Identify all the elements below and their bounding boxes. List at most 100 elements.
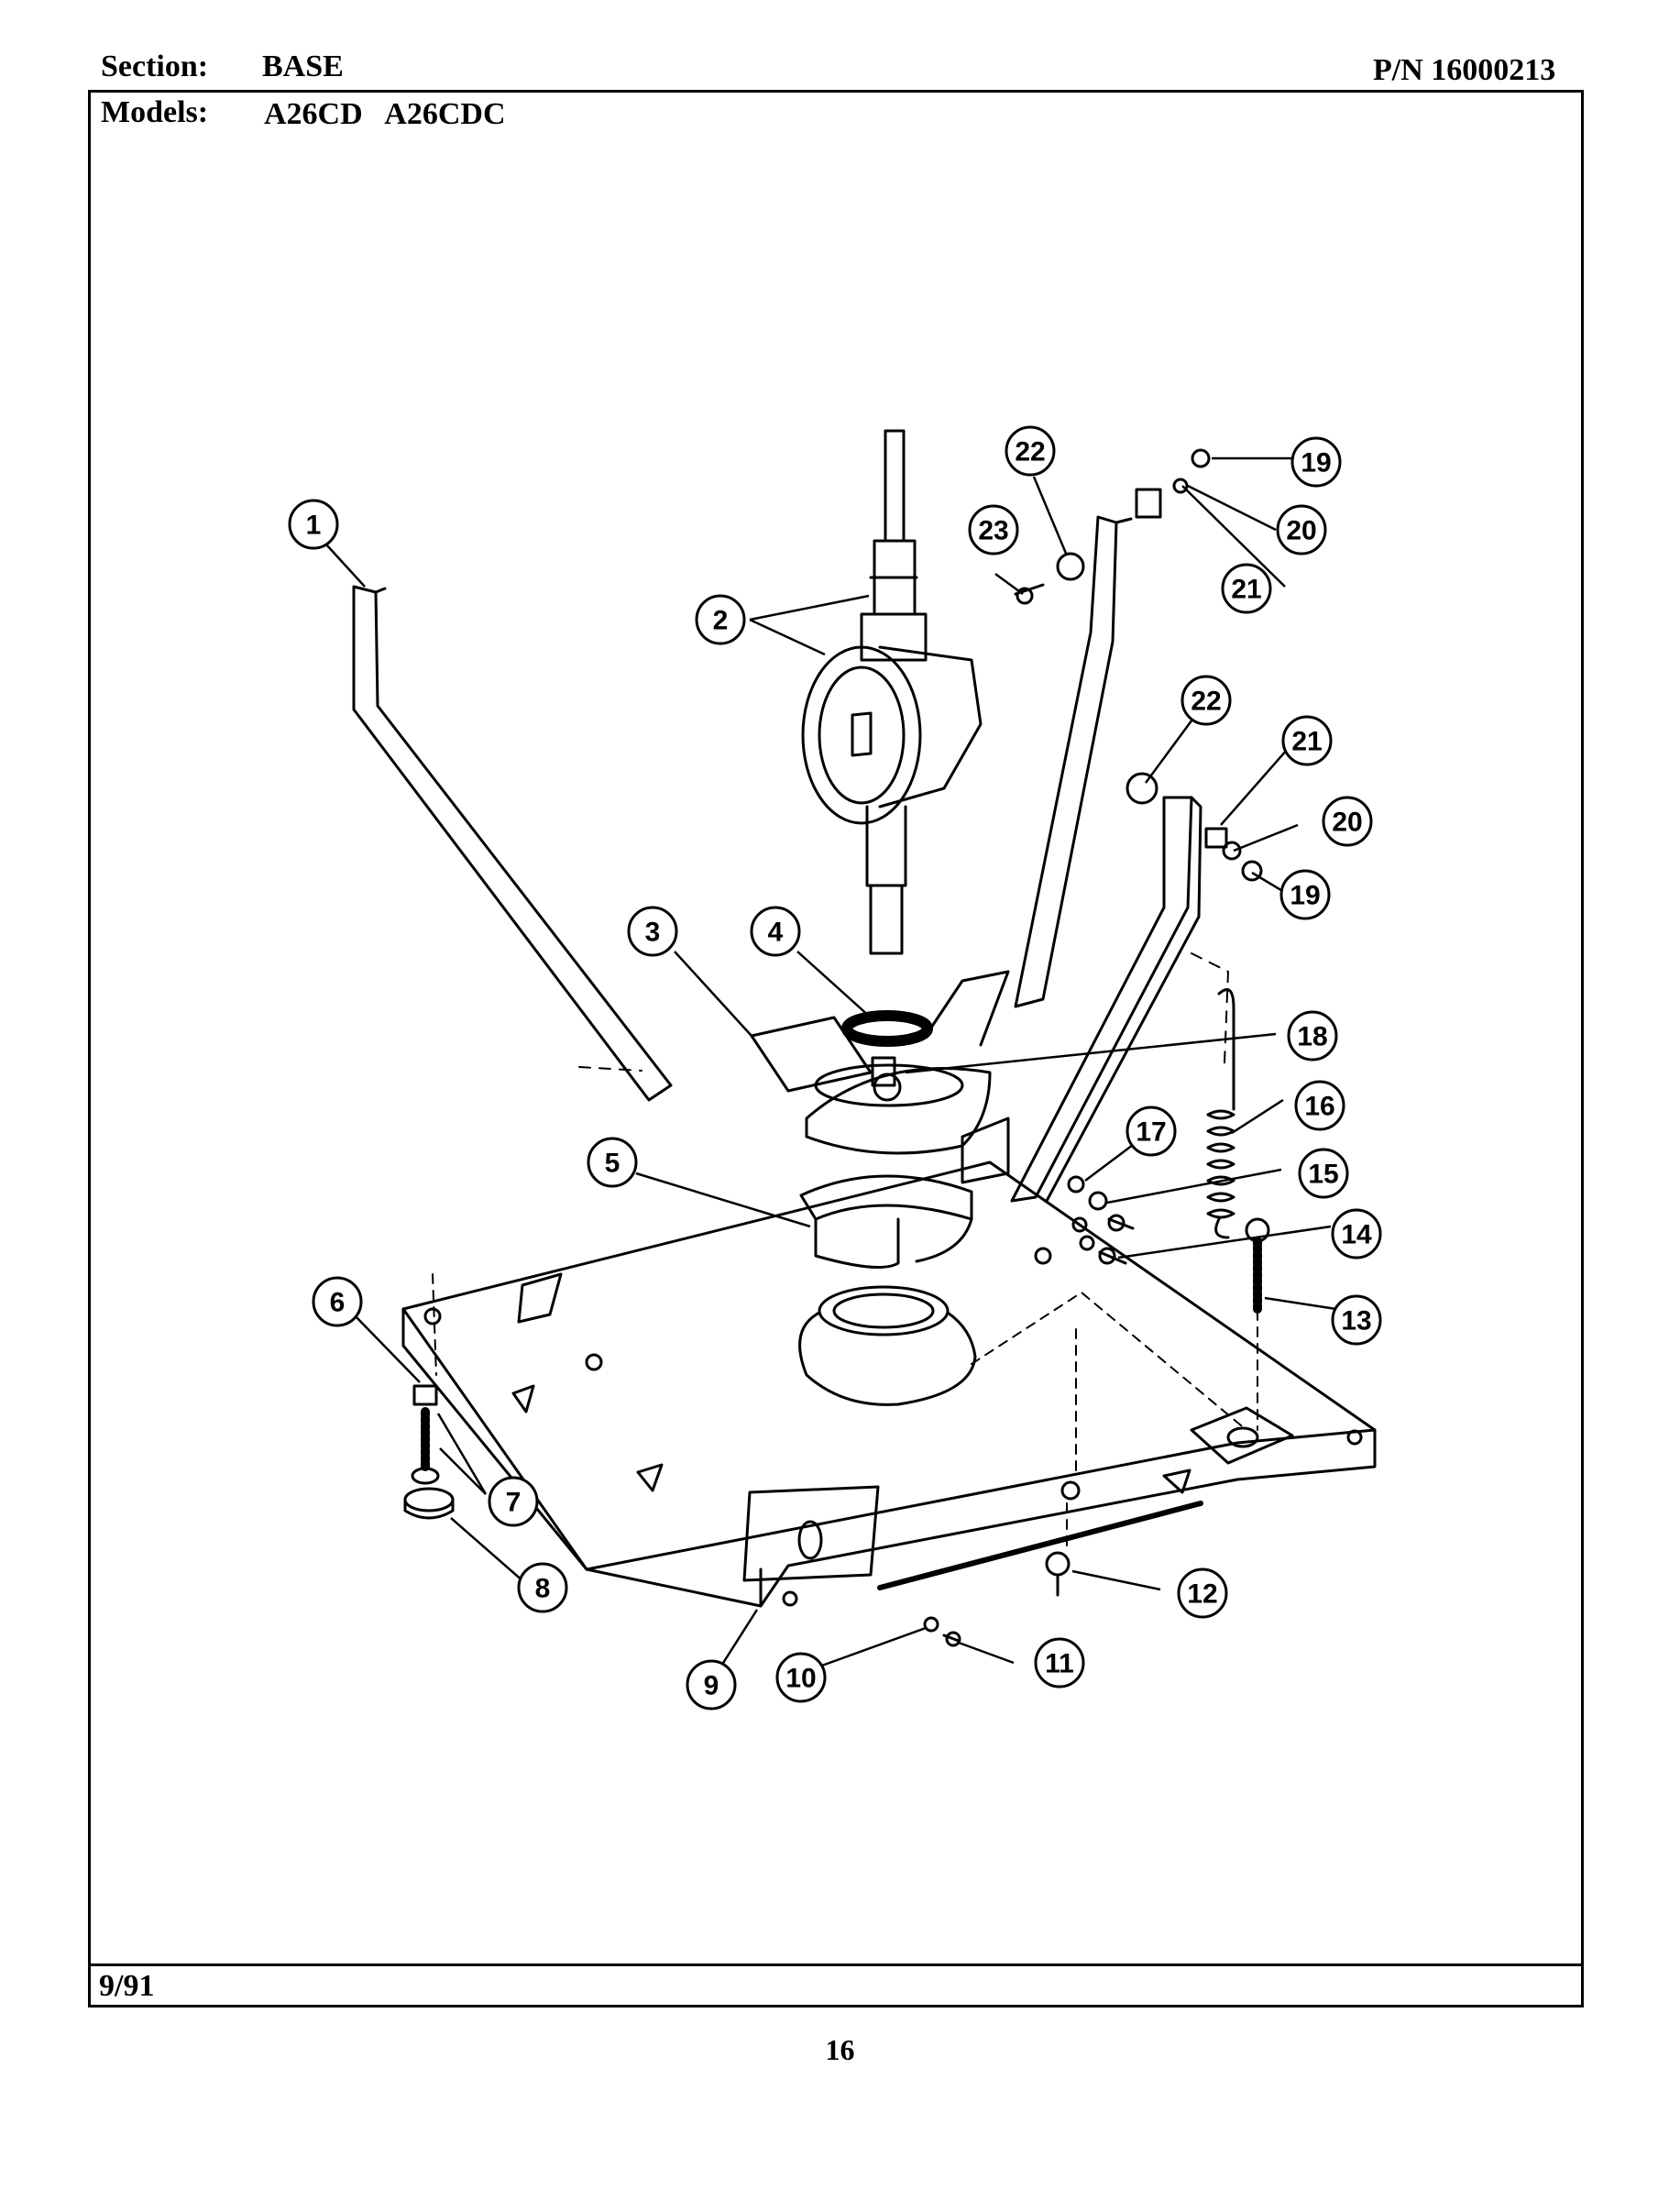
callout-1: 1 — [288, 499, 339, 550]
callout-label: 19 — [1301, 448, 1331, 478]
callout-16: 16 — [1294, 1080, 1345, 1131]
callout-label: 19 — [1290, 881, 1320, 911]
callout-4: 4 — [750, 906, 801, 957]
callout-15: 15 — [1298, 1148, 1349, 1199]
callout-label: 3 — [645, 918, 661, 948]
callout-13: 13 — [1331, 1294, 1382, 1346]
callout-circle — [1331, 1294, 1382, 1346]
callout-22: 22 — [1180, 675, 1232, 726]
callout-label: 7 — [506, 1488, 522, 1518]
callout-circle — [968, 504, 1019, 556]
callout-circle — [1290, 436, 1342, 488]
eyebolt — [1245, 1217, 1270, 1431]
front-right-leg — [1010, 796, 1229, 1203]
diagram-frame — [88, 90, 1584, 2008]
callout-label: 4 — [768, 918, 784, 948]
callout-11: 11 — [1034, 1637, 1085, 1688]
spring — [1206, 988, 1235, 1239]
callout-8: 8 — [517, 1562, 568, 1613]
callout-label: 2 — [713, 606, 729, 636]
callout-5: 5 — [587, 1137, 638, 1188]
callout-20: 20 — [1322, 796, 1373, 847]
callout-label: 18 — [1297, 1022, 1327, 1052]
callout-label: 8 — [535, 1574, 551, 1604]
callout-circle — [1331, 1208, 1382, 1260]
callout-14: 14 — [1331, 1208, 1382, 1260]
callout-circle — [695, 594, 746, 645]
bearing-cup — [799, 1174, 973, 1269]
page-number: 16 — [825, 2033, 855, 2066]
callout-circle — [775, 1652, 827, 1703]
callout-label: 22 — [1191, 687, 1221, 717]
callout-19: 19 — [1279, 869, 1331, 920]
callout-22: 22 — [1005, 425, 1056, 477]
callout-2: 2 — [695, 594, 746, 645]
callout-label: 23 — [978, 516, 1008, 546]
callout-circle — [488, 1476, 539, 1527]
callout-circle — [1221, 563, 1272, 614]
callout-label: 9 — [704, 1671, 719, 1701]
callout-circle — [1281, 715, 1333, 766]
fasteners — [923, 448, 1263, 1647]
callout-6: 6 — [312, 1276, 363, 1327]
callout-21: 21 — [1221, 563, 1272, 614]
callout-circle — [1298, 1148, 1349, 1199]
callout-label: 12 — [1187, 1579, 1217, 1610]
callout-circle — [517, 1562, 568, 1613]
base-plate — [401, 1160, 1377, 1608]
callout-17: 17 — [1125, 1106, 1177, 1157]
callout-circle — [1276, 504, 1327, 556]
callout-7: 7 — [488, 1476, 539, 1527]
callout-circle — [1180, 675, 1232, 726]
support-assembly — [750, 970, 1010, 1184]
callout-9: 9 — [686, 1659, 737, 1710]
callout-circle — [1287, 1010, 1338, 1062]
footer-divider — [88, 1964, 1584, 1966]
callout-label: 15 — [1308, 1160, 1338, 1190]
callout-circle — [312, 1276, 363, 1327]
models-value: A26CD A26CDC — [264, 97, 506, 131]
transmission — [801, 429, 983, 955]
callout-label: 11 — [1045, 1649, 1074, 1679]
callout-circle — [288, 499, 339, 550]
callout-label: 10 — [785, 1664, 816, 1694]
callout-23: 23 — [968, 504, 1019, 556]
callout-label: 5 — [605, 1149, 620, 1179]
callout-circle — [1034, 1637, 1085, 1688]
callout-10: 10 — [775, 1652, 827, 1703]
callout-circle — [750, 906, 801, 957]
callout-label: 17 — [1136, 1117, 1166, 1148]
callout-circle — [1125, 1106, 1177, 1157]
seal — [841, 1010, 933, 1047]
callout-label: 6 — [330, 1288, 346, 1318]
revision-date: 9/91 — [99, 1969, 155, 2003]
rear-leg — [1014, 515, 1133, 1008]
callout-18: 18 — [1287, 1010, 1338, 1062]
callout-circle — [686, 1659, 737, 1710]
callout-21: 21 — [1281, 715, 1333, 766]
callout-label: 13 — [1341, 1306, 1371, 1336]
callout-19: 19 — [1290, 436, 1342, 488]
callout-20: 20 — [1276, 504, 1327, 556]
callout-label: 16 — [1304, 1092, 1334, 1122]
callout-label: 21 — [1231, 575, 1261, 605]
callout-circle — [1279, 869, 1331, 920]
callout-label: 1 — [306, 511, 322, 541]
section-value: BASE — [262, 50, 344, 83]
callout-3: 3 — [627, 906, 678, 957]
callout-label: 21 — [1291, 727, 1322, 757]
leveling-foot — [403, 1273, 455, 1520]
callout-12: 12 — [1177, 1568, 1228, 1619]
callout-circle — [1177, 1568, 1228, 1619]
section-label: Section: — [101, 50, 209, 83]
part-number: P/N 16000213 — [1373, 53, 1556, 87]
callout-label: 20 — [1286, 516, 1316, 546]
callout-label: 14 — [1341, 1220, 1372, 1250]
callout-label: 22 — [1015, 437, 1045, 468]
callout-circle — [587, 1137, 638, 1188]
callout-circle — [1322, 796, 1373, 847]
callout-circle — [1294, 1080, 1345, 1131]
models-label: Models: — [101, 95, 209, 129]
